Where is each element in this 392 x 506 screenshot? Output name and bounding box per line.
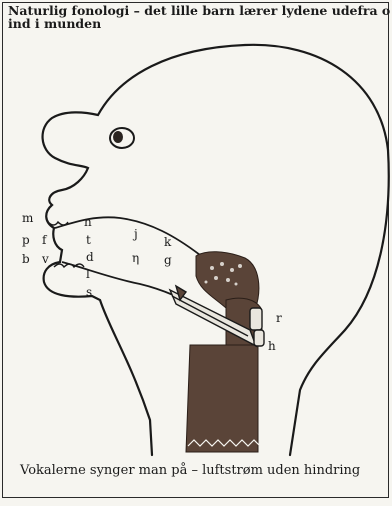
label-t: t <box>86 234 91 246</box>
label-s: s <box>86 286 92 298</box>
label-v: v <box>42 253 49 265</box>
label-d: d <box>86 251 94 263</box>
label-j: j <box>134 228 138 240</box>
pupil <box>113 131 123 143</box>
label-m: m <box>22 212 33 224</box>
back-of-head <box>290 150 389 455</box>
palate-line <box>55 217 200 255</box>
label-k: k <box>164 236 171 248</box>
label-b: b <box>22 253 30 265</box>
pharynx <box>186 345 258 452</box>
label-h: h <box>268 340 276 352</box>
label-r: r <box>276 312 282 324</box>
label-p: p <box>22 234 30 246</box>
label-eng: η <box>132 252 139 264</box>
label-n: n <box>84 216 92 228</box>
label-g: g <box>164 254 172 266</box>
label-l: l <box>86 268 90 280</box>
upper-teeth <box>48 222 68 225</box>
label-f: f <box>42 234 46 246</box>
caption: Vokalerne synger man på – luftstrøm uden… <box>20 463 360 479</box>
